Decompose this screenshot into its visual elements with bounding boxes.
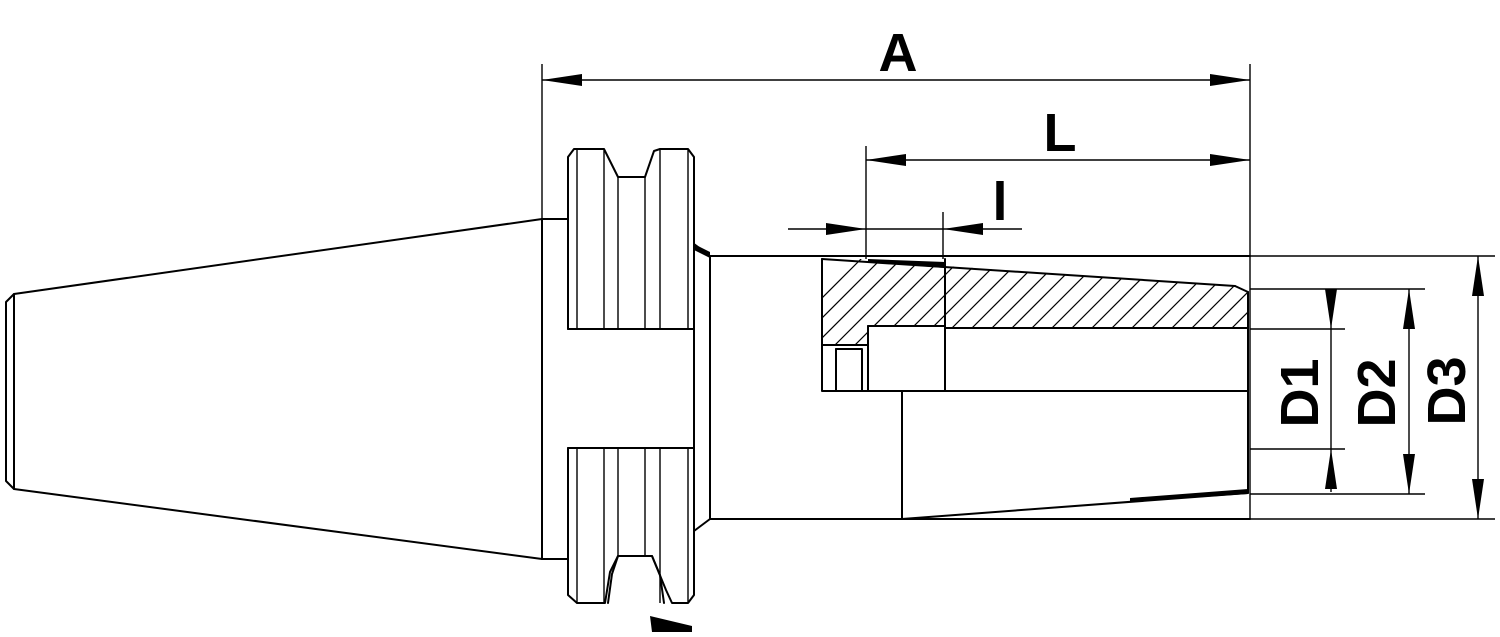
- hatch-line: [979, 259, 1091, 345]
- dimension-label-l-lower: l: [992, 172, 1007, 232]
- hatch-line: [1300, 250, 1410, 360]
- section-hatching: [822, 250, 1410, 360]
- dimension-label-d3: D3: [1417, 356, 1477, 425]
- hatch-line: [1179, 259, 1248, 345]
- flange: [567, 148, 711, 632]
- hatch-line: [839, 259, 951, 345]
- hatch-line: [1079, 259, 1191, 345]
- hatch-line: [959, 259, 1071, 345]
- hatch-line: [1059, 259, 1171, 345]
- hatch-line: [1019, 259, 1131, 345]
- taper-shank: [5, 218, 569, 560]
- hatch-line: [1119, 259, 1231, 345]
- hatch-line: [822, 259, 931, 345]
- hatch-line: [822, 259, 871, 345]
- hatch-line: [1099, 259, 1211, 345]
- hatch-line: [1260, 250, 1370, 360]
- dimension-label-d2: D2: [1347, 358, 1407, 427]
- hatch-line: [822, 259, 891, 345]
- dimension-label-l-upper: L: [1044, 103, 1077, 163]
- tool-body: [709, 255, 1251, 520]
- hatch-line: [859, 259, 971, 345]
- extension-lines: [541, 64, 1495, 520]
- hatch-line: [822, 259, 911, 345]
- hatch-line: [1280, 250, 1390, 360]
- hatch-line: [1039, 259, 1151, 345]
- hatch-line: [999, 259, 1111, 345]
- dimension-label-a: A: [879, 23, 918, 83]
- hatch-line: [1199, 259, 1248, 345]
- hatch-line: [1219, 259, 1248, 345]
- hatch-line: [899, 259, 1011, 345]
- hatch-line: [1159, 259, 1248, 345]
- dimension-lines: [542, 74, 1484, 519]
- dimension-label-d1: D1: [1270, 358, 1330, 427]
- hatch-line: [939, 259, 1051, 345]
- hatch-line: [1139, 259, 1248, 345]
